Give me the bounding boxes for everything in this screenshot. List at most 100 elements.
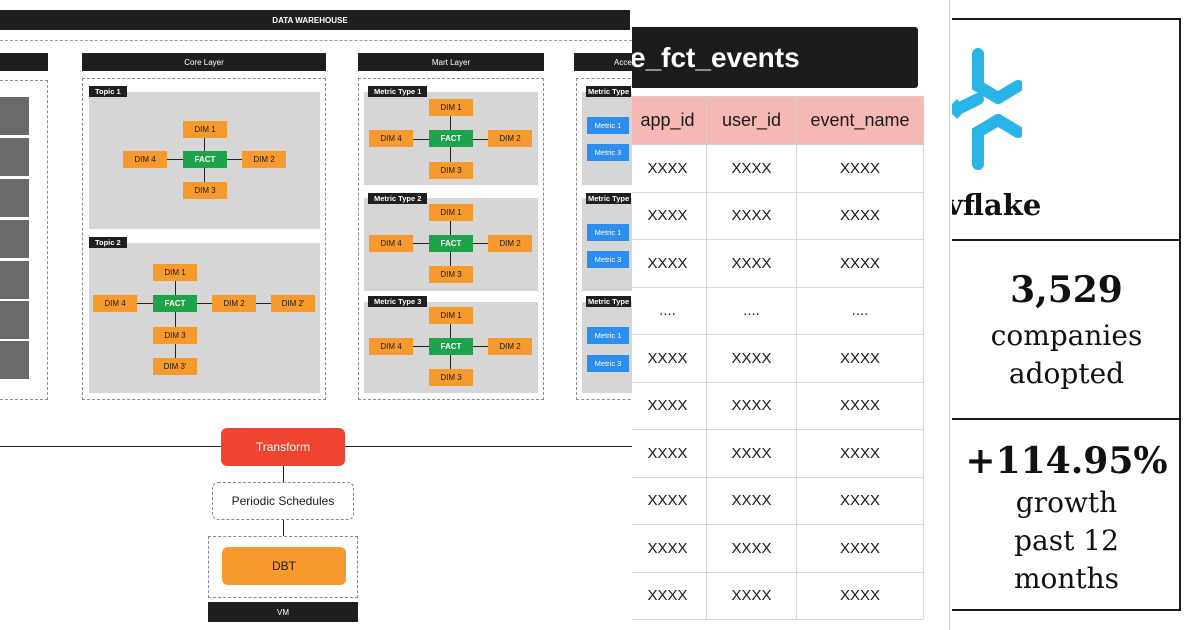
snowflake-stats-panel: vflake 3,529 companies adopted +114.95% … — [952, 18, 1181, 611]
fact-node: FACT — [153, 295, 197, 312]
table-cell: XXXX — [706, 476, 797, 525]
warehouse-title: DATA WAREHOUSE — [0, 10, 630, 30]
table-cell: XXXX — [796, 571, 924, 620]
metric-node: Metric 3 — [587, 144, 629, 161]
table-row: XXXX XXXX XXXX — [632, 191, 924, 240]
table-cell: XXXX — [632, 524, 707, 573]
table-row: XXXX XXXX XXXX — [632, 144, 924, 193]
dim-node: DIM 4 — [369, 338, 413, 355]
adoption-label-line2: adopted — [1008, 357, 1125, 390]
events-table: app_id user_id event_name XXXX XXXX XXXX… — [632, 96, 924, 620]
dim-node: DIM 4 — [123, 151, 167, 168]
mart-layer-header: Mart Layer — [358, 53, 544, 71]
table-row: XXXX XXXX XXXX — [632, 381, 924, 430]
metric-type-label: Metric Type — [586, 193, 632, 204]
table-cell: .... — [706, 286, 797, 335]
dim-node: DIM 3 — [153, 327, 197, 344]
table-row: XXXX XXXX XXXX — [632, 429, 924, 478]
table-cell: XXXX — [706, 571, 797, 620]
fact-node: FACT — [429, 338, 473, 355]
dim-node: DIM 2' — [271, 295, 315, 312]
table-cell: XXXX — [796, 381, 924, 430]
dim-node: DIM 1 — [429, 307, 473, 324]
brand-name: vflake — [952, 188, 1042, 222]
source-block — [0, 179, 29, 217]
dim-node: DIM 2 — [488, 235, 532, 252]
adoption-count: 3,529 — [1010, 269, 1123, 311]
table-title: e_fct_events — [632, 27, 918, 88]
dim-node: DIM 3 — [429, 266, 473, 283]
table-cell: XXXX — [706, 191, 797, 240]
column-header: app_id — [632, 96, 707, 145]
metric-node: Metric 3 — [587, 355, 629, 372]
metric-type-label: Metric Type 2 — [368, 193, 428, 204]
table-row: XXXX XXXX XXXX — [632, 571, 924, 620]
dim-node: DIM 2 — [242, 151, 286, 168]
dim-node: DIM 4 — [369, 130, 413, 147]
dim-node: DIM 1 — [429, 99, 473, 116]
table-cell: XXXX — [796, 191, 924, 240]
table-cell: XXXX — [796, 476, 924, 525]
adoption-label-line1: companies — [990, 319, 1143, 352]
column-header: event_name — [796, 96, 924, 145]
table-cell: XXXX — [706, 381, 797, 430]
metric-type-label: Metric Type — [586, 86, 632, 97]
table-cell: .... — [796, 286, 924, 335]
table-cell: XXXX — [706, 334, 797, 383]
dim-node: DIM 3 — [429, 369, 473, 386]
table-row: XXXX XXXX XXXX — [632, 334, 924, 383]
dim-node: DIM 1 — [429, 204, 473, 221]
table-cell: XXXX — [632, 381, 707, 430]
table-row: .... .... .... — [632, 286, 924, 335]
dim-node: DIM 1 — [183, 121, 227, 138]
table-cell: XXXX — [796, 144, 924, 193]
access-panel — [582, 302, 632, 393]
metric-node: Metric 1 — [587, 327, 629, 344]
dim-node: DIM 1 — [153, 264, 197, 281]
table-header-row: app_id user_id event_name — [632, 96, 924, 145]
dbt-step: DBT — [222, 547, 346, 585]
table-cell: XXXX — [796, 334, 924, 383]
growth-label-line2: past 12 — [1014, 524, 1119, 557]
table-cell: XXXX — [706, 144, 797, 193]
table-cell: XXXX — [632, 239, 707, 288]
staging-layer-box — [0, 80, 48, 400]
topic-2-panel — [89, 243, 320, 393]
periodic-schedules-step: Periodic Schedules — [212, 482, 354, 520]
snowflake-logo-icon — [952, 48, 1022, 170]
dim-node: DIM 2 — [488, 338, 532, 355]
table-cell: XXXX — [706, 524, 797, 573]
source-block — [0, 341, 29, 379]
source-block — [0, 97, 29, 135]
warehouse-divider — [0, 40, 632, 41]
table-cell: XXXX — [796, 239, 924, 288]
fact-node: FACT — [183, 151, 227, 168]
access-panel — [582, 198, 632, 291]
dim-node: DIM 2 — [488, 130, 532, 147]
dim-node: DIM 3 — [183, 182, 227, 199]
growth-label-line1: growth — [1015, 486, 1118, 519]
metric-node: Metric 1 — [587, 224, 629, 241]
table-title-text: e_fct_events — [632, 41, 800, 73]
source-block — [0, 220, 29, 258]
dim-node: DIM 3' — [153, 358, 197, 375]
topic-2-label: Topic 2 — [89, 237, 127, 248]
adoption-stat-cell: 3,529 companies adopted — [952, 241, 1179, 420]
events-table-panel: e_fct_events app_id user_id event_name X… — [632, 0, 950, 630]
table-cell: XXXX — [632, 191, 707, 240]
fact-node: FACT — [429, 130, 473, 147]
table-cell: XXXX — [632, 144, 707, 193]
table-cell: XXXX — [632, 571, 707, 620]
vm-label: VM — [208, 602, 358, 622]
core-layer-header: Core Layer — [82, 53, 326, 71]
growth-label-line3: months — [1013, 562, 1120, 595]
table-cell: XXXX — [796, 429, 924, 478]
topic-1-label: Topic 1 — [89, 86, 127, 97]
metric-type-label: Metric Type — [586, 296, 632, 307]
connector — [175, 275, 176, 367]
brand-cell: vflake — [952, 20, 1179, 241]
connector — [283, 466, 284, 482]
table-cell: .... — [632, 286, 707, 335]
source-block — [0, 261, 29, 299]
connector — [283, 520, 284, 536]
